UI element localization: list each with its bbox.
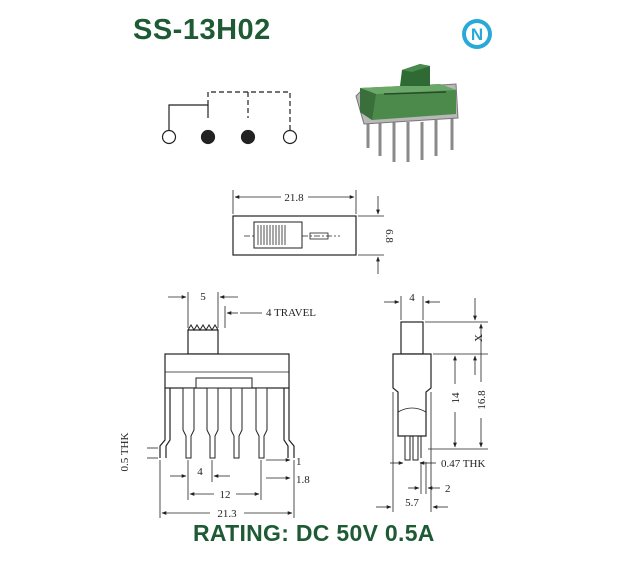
- switch-photo: [355, 64, 459, 162]
- dim-length: 21.8: [284, 192, 304, 204]
- rating-label: RATING: DC 50V 0.5A: [193, 520, 435, 546]
- dim-overall-length: 21.3: [217, 508, 237, 520]
- dim-pin-pitch: 4: [197, 466, 203, 478]
- contact-open-left: [161, 129, 177, 145]
- side-dim-total-height: 16.8: [476, 390, 488, 410]
- dim-pin-offset-2: 1.8: [296, 474, 310, 486]
- dim-pin-offset-1: 1: [296, 456, 302, 468]
- dim-pin-span: 12: [220, 489, 231, 501]
- side-dim-actuator: 4: [409, 292, 415, 304]
- contact-open-right: [282, 129, 298, 145]
- side-dim-body-height: 14: [450, 392, 462, 404]
- circuit-schematic: [161, 91, 298, 145]
- side-dim-base-width: 5.7: [405, 497, 419, 509]
- contact-closed-1: [200, 129, 216, 145]
- side-dim-terminal-thickness: 0.47 THK: [441, 458, 485, 470]
- page-title: SS-13H02: [133, 14, 271, 46]
- dim-width: 6.8: [383, 229, 395, 243]
- side-dim-x: X: [473, 334, 485, 342]
- dim-actuator-width: 5: [200, 291, 206, 303]
- logo-letter: N: [471, 25, 483, 44]
- dim-terminal-thickness: 0.5 THK: [119, 432, 131, 471]
- contact-closed-2: [240, 129, 256, 145]
- brand-logo: N: [462, 19, 492, 49]
- top-view: 21.8 6.8: [232, 190, 395, 274]
- front-view: 5 4 TRAVEL 0.5 THK 4 12 21.3 1 1.8: [119, 291, 316, 520]
- dim-travel: 4 TRAVEL: [266, 307, 316, 319]
- side-view: 4 X 14 16.8 0.47 THK 2 5.7: [376, 292, 488, 512]
- side-dim-pin-offset: 2: [445, 483, 451, 495]
